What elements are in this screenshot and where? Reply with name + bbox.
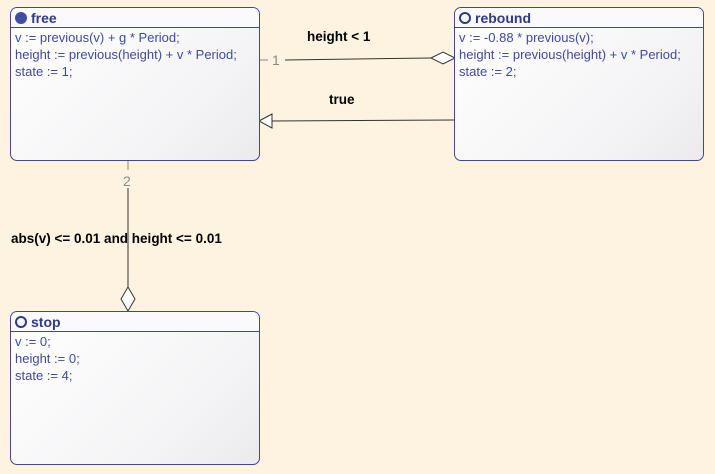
action-line: state := 1; <box>15 64 73 79</box>
action-line: v := -0.88 * previous(v); <box>459 30 594 45</box>
transition-free-to-rebound-head <box>429 51 457 65</box>
action-line: height := previous(height) + v * Period; <box>15 47 237 62</box>
transition-rebound-to-free-head <box>257 113 273 129</box>
state-stop-name: stop <box>31 313 61 330</box>
state-rebound-actions: v := -0.88 * previous(v); height := prev… <box>455 28 703 81</box>
priority-free-to-stop: 2 <box>123 173 131 189</box>
guard-rebound-to-free[interactable]: true <box>329 92 355 107</box>
transition-free-to-rebound[interactable] <box>259 51 457 65</box>
transition-free-to-stop-head <box>120 286 136 312</box>
state-rebound[interactable]: rebound v := -0.88 * previous(v); height… <box>454 7 704 161</box>
state-free-header: free <box>11 8 259 28</box>
state-rebound-header: rebound <box>455 8 703 28</box>
action-line: v := 0; <box>15 334 51 349</box>
action-line: state := 4; <box>15 368 73 383</box>
priority-free-to-rebound: 1 <box>272 52 280 68</box>
state-stop[interactable]: stop v := 0; height := 0; state := 4; <box>10 311 260 465</box>
state-stop-header: stop <box>11 312 259 332</box>
state-free-name: free <box>31 9 57 26</box>
action-line: height := 0; <box>15 351 80 366</box>
action-line: state := 2; <box>459 64 517 79</box>
state-free-actions: v := previous(v) + g * Period; height :=… <box>11 28 259 81</box>
action-line: height := previous(height) + v * Period; <box>459 47 681 62</box>
state-stop-actions: v := 0; height := 0; state := 4; <box>11 332 259 385</box>
action-line: v := previous(v) + g * Period; <box>15 30 180 45</box>
transition-rebound-to-free[interactable] <box>257 113 455 129</box>
guard-free-to-stop[interactable]: abs(v) <= 0.01 and height <= 0.01 <box>11 231 222 246</box>
state-icon <box>15 315 27 328</box>
state-rebound-name: rebound <box>475 9 531 26</box>
initial-state-icon <box>15 11 27 24</box>
guard-free-to-rebound[interactable]: height < 1 <box>307 29 371 44</box>
state-free[interactable]: free v := previous(v) + g * Period; heig… <box>10 7 260 161</box>
state-icon <box>459 11 471 24</box>
